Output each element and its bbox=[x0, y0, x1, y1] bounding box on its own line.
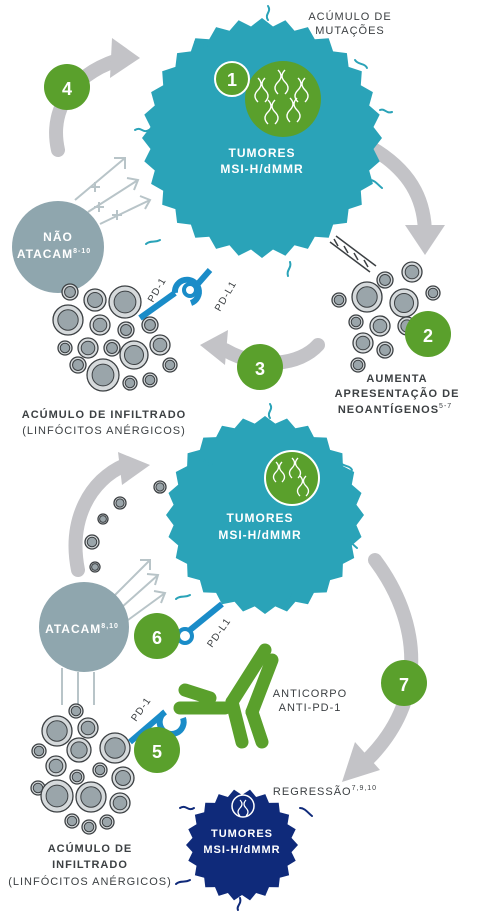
step-4-badge bbox=[44, 64, 90, 110]
cycle-arrow-3-head bbox=[200, 330, 228, 365]
tumor-top bbox=[142, 18, 382, 258]
step-1-badge bbox=[214, 61, 250, 97]
step-6-number: 6 bbox=[152, 628, 162, 648]
tumor-bottom-label-1: TUMORES bbox=[227, 511, 294, 525]
tumor-top-squiggles bbox=[134, 5, 393, 277]
linfocitos-bottom: (LINFÓCITOS ANÉRGICOS) bbox=[8, 875, 172, 888]
aumenta-label-3: NEOANTÍGENOS5-7 bbox=[338, 403, 452, 416]
dna-icons-bottom bbox=[272, 457, 310, 497]
cycle-arrow-4-head bbox=[110, 38, 140, 78]
dna-badge-regressed bbox=[231, 794, 255, 818]
plus-signs-top bbox=[90, 182, 122, 220]
atacam-circle bbox=[39, 582, 129, 672]
step-5-badge bbox=[134, 727, 180, 773]
tumor-regressed-label-1: TUMORES bbox=[211, 828, 273, 840]
linfocitos-top: (LINFÓCITOS ANÉRGICOS) bbox=[22, 424, 186, 437]
step-5-number: 5 bbox=[152, 742, 162, 762]
step-3-number: 3 bbox=[255, 359, 265, 379]
pdl1-label-bottom: PD-L1 bbox=[205, 616, 233, 650]
aumenta-label-1: AUMENTA bbox=[366, 373, 427, 385]
anticorpo-label-2: ANTI-PD-1 bbox=[279, 702, 342, 714]
mutations-label-2: MUTAÇÕES bbox=[315, 24, 385, 37]
pd1-pdl1-top bbox=[138, 268, 213, 321]
anticorpo-label-1: ANTICORPO bbox=[273, 688, 347, 700]
cell-cluster-top-right bbox=[331, 261, 441, 373]
step-7-badge bbox=[381, 660, 427, 706]
tumor-top-label-1: TUMORES bbox=[229, 146, 296, 160]
mutations-label-1: ACÚMULO DE bbox=[308, 10, 391, 23]
connector-lines bbox=[61, 668, 95, 705]
tumor-regressed-label-2: MSI-H/dMMR bbox=[203, 844, 280, 856]
cycle-arrow-right-head bbox=[405, 225, 445, 255]
dna-icons-top bbox=[254, 69, 309, 125]
tumor-regressed bbox=[186, 789, 298, 901]
acumulo-infiltrado-bottom-2: INFILTRADO bbox=[52, 859, 128, 871]
tumor-regressed-squiggles bbox=[175, 805, 313, 911]
step-2-number: 2 bbox=[423, 326, 433, 346]
aumenta-label-2: APRESENTAÇÃO DE bbox=[335, 387, 460, 400]
cycle-arrow-7-head bbox=[342, 742, 380, 782]
pd1-label-bottom: PD-1 bbox=[129, 695, 153, 723]
cycle-arrow-left-bottom-head bbox=[118, 452, 150, 485]
nao-atacam-circle bbox=[12, 201, 104, 293]
tumor-bottom-squiggles bbox=[175, 403, 358, 605]
acumulo-infiltrado-bottom-1: ACÚMULO DE bbox=[48, 842, 133, 855]
regressao-label: REGRESSÃO7,9,10 bbox=[273, 785, 377, 798]
step-6-badge bbox=[134, 613, 180, 659]
step-7-number: 7 bbox=[399, 675, 409, 695]
neoantigen-icon bbox=[329, 235, 377, 273]
lymphocyte-cluster-top-left bbox=[52, 283, 178, 392]
cycle-arrow-7 bbox=[358, 553, 419, 769]
dna-icon-regressed bbox=[237, 799, 249, 817]
tumor-bottom-label-2: MSI-H/dMMR bbox=[218, 528, 301, 542]
pdl1-label-top: PD-L1 bbox=[213, 279, 239, 313]
step-3-badge bbox=[237, 344, 283, 390]
cycle-arrow-right bbox=[368, 143, 432, 242]
step-4-number: 4 bbox=[62, 79, 72, 99]
tumor-top-label-2: MSI-H/dMMR bbox=[220, 162, 303, 176]
cycle-arrow-left-bottom bbox=[68, 458, 132, 577]
anti-pd1-antibody bbox=[173, 643, 279, 749]
acumulo-infiltrado-top: ACÚMULO DE INFILTRADO bbox=[22, 408, 186, 421]
step-1-number: 1 bbox=[227, 70, 237, 90]
lymphocyte-cluster-bottom bbox=[30, 703, 135, 835]
migrating-lymphocytes bbox=[84, 480, 167, 573]
nao-atacam-label-2: ATACAM8-10 bbox=[17, 247, 91, 261]
attack-arrows-bottom bbox=[114, 559, 167, 621]
nao-atacam-label-1: NÃO bbox=[43, 229, 73, 244]
atacam-label: ATACAM8,10 bbox=[45, 622, 119, 636]
step-2-badge bbox=[405, 311, 451, 357]
